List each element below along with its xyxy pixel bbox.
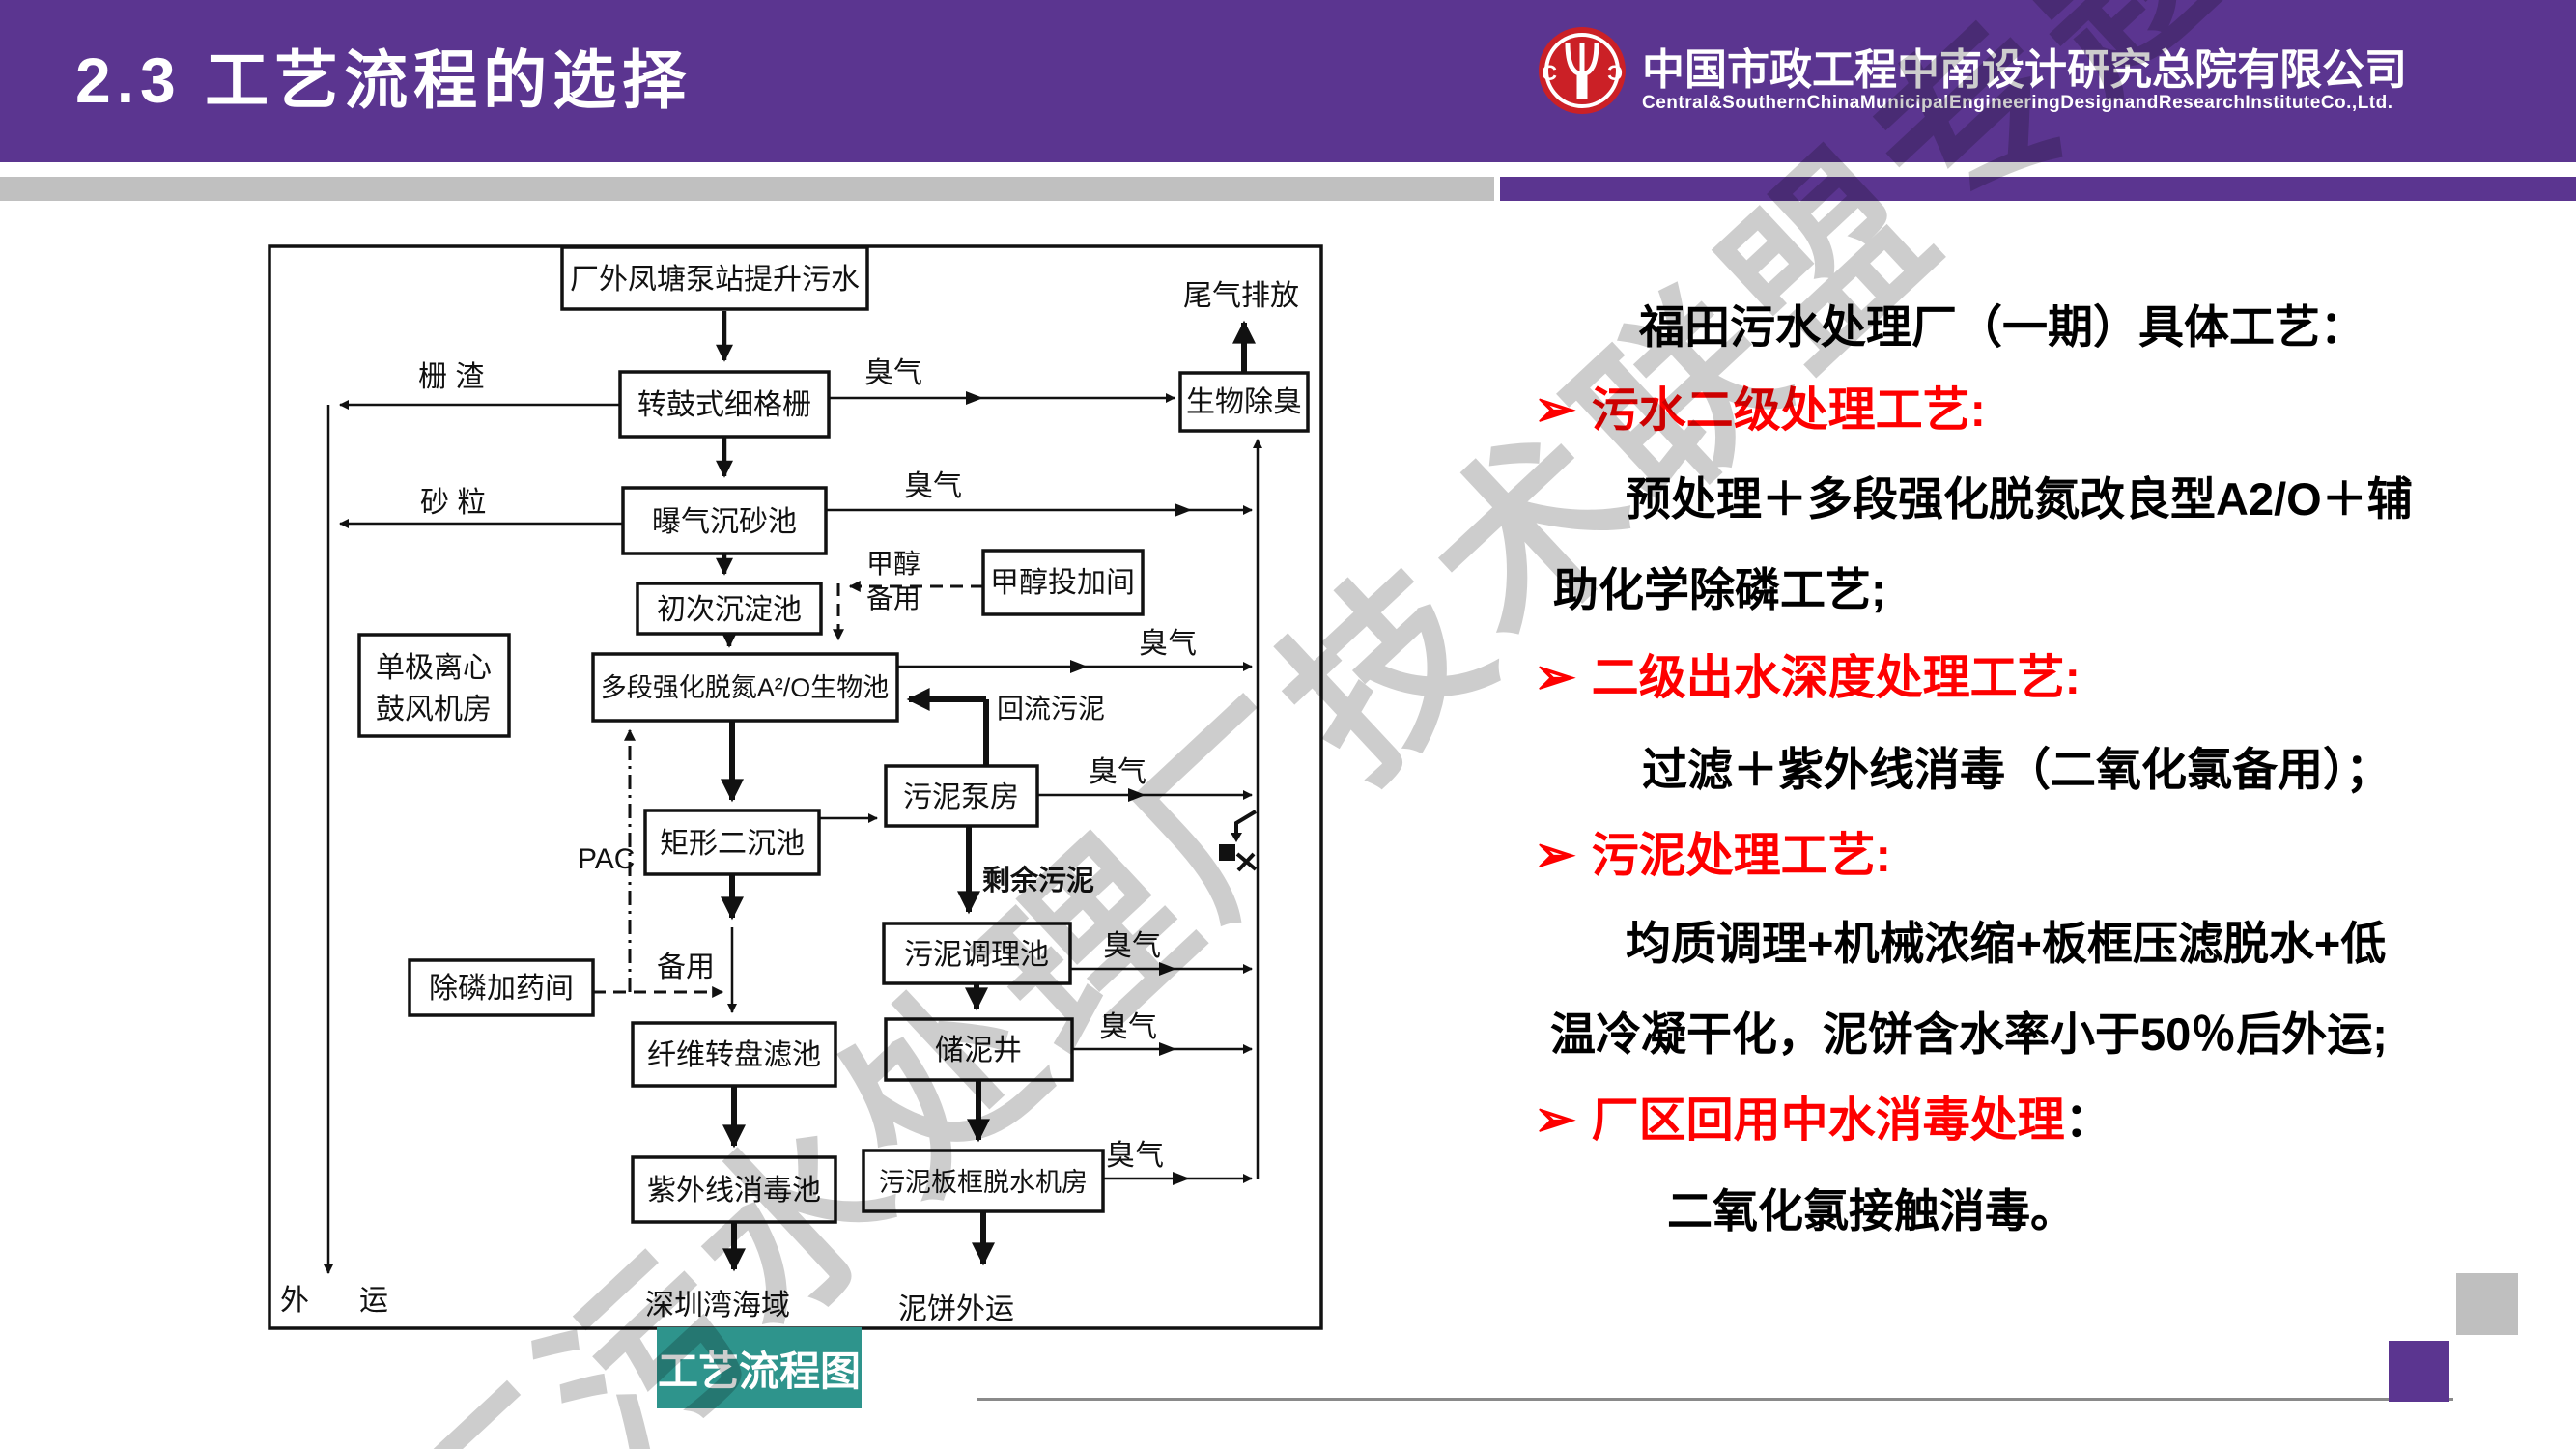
label-grit: 砂 粒: [420, 487, 486, 519]
label-odor-6: 臭气: [1099, 1011, 1157, 1043]
svg-text:甲醇投加间: 甲醇投加间: [990, 567, 1135, 599]
label-odor-7: 臭气: [1106, 1140, 1164, 1172]
notes-body-3b: 温冷凝干化，泥饼含水率小于50％后外运;: [1550, 1009, 2388, 1060]
label-shenzhen-bay: 深圳湾海域: [645, 1290, 790, 1321]
flow-boxes: 厂外凤塘泵站提升污水 转鼓式细格栅 曝气沉砂池 初次沉淀池 甲醇投加间 多段强化…: [357, 245, 1310, 1224]
svg-text:单极离心: 单极离心: [376, 652, 492, 684]
svg-text:污泥调理池: 污泥调理池: [904, 939, 1049, 971]
flow-lines: [324, 311, 1262, 1274]
box-a2o-bio-tank: 多段强化脱氮A²/O生物池: [591, 652, 899, 723]
notes-body-2a: 过滤＋紫外线消毒（二氧化氯备用）；: [1642, 744, 2392, 795]
svg-text:除磷加药间: 除磷加药间: [429, 973, 574, 1005]
label-odor-3: 臭气: [1139, 628, 1197, 660]
svg-text:污泥板框脱水机房: 污泥板框脱水机房: [879, 1168, 1088, 1197]
notes-heading-4: ➢厂区回用中水消毒处理：: [1534, 1092, 2112, 1148]
company-name-cn: 中国市政工程中南设计研究总院有限公司: [1642, 46, 2407, 94]
company-logo-icon: C C: [1539, 27, 1626, 114]
label-excess-sludge: 剩余污泥: [982, 864, 1094, 896]
footer-rule: [977, 1398, 2453, 1401]
label-pac: PAC: [578, 843, 635, 875]
svg-text:转鼓式细格栅: 转鼓式细格栅: [637, 389, 811, 421]
notes-heading-1: ➢污水二级处理工艺:: [1534, 382, 1986, 438]
label-odor-2: 臭气: [904, 470, 962, 502]
label-methanol: 甲醇: [866, 549, 920, 579]
page-title: 2.3 工艺流程的选择: [75, 44, 693, 116]
divider-bar-purple: [1500, 177, 2576, 201]
svg-text:厂外凤塘泵站提升污水: 厂外凤塘泵站提升污水: [570, 264, 860, 296]
svg-text:初次沉淀池: 初次沉淀池: [657, 594, 802, 626]
box-sludge-well: 储泥井: [884, 1017, 1074, 1082]
notes-intro: 福田污水处理厂（一期）具体工艺：: [1639, 301, 2365, 353]
box-methanol-dosing: 甲醇投加间: [981, 549, 1145, 616]
footer-square-purple: [2389, 1341, 2449, 1402]
svg-text:C: C: [1542, 61, 1557, 85]
header-band: 2.3 工艺流程的选择 C C 中国市政工程中南设计研究总院有限公司 Centr…: [0, 0, 2576, 162]
flow-labels: 栅 渣 砂 粒 臭气 尾气排放 臭气 甲醇 备用 臭气 回流污泥 臭气 剩余污泥…: [280, 280, 1299, 1325]
footer-square-gray: [2456, 1273, 2518, 1335]
box-secondary-clarifier: 矩形二沉池: [643, 809, 821, 876]
svg-text:曝气沉砂池: 曝气沉砂池: [652, 506, 797, 538]
svg-text:污泥泵房: 污泥泵房: [903, 781, 1019, 813]
box-sludge-pump-house: 污泥泵房: [884, 764, 1039, 828]
notes-heading-3: ➢污泥处理工艺:: [1534, 827, 1891, 883]
box-grit-chamber: 曝气沉砂池: [621, 486, 828, 555]
company-name-en: Central&SouthernChinaMunicipalEngineerin…: [1642, 93, 2393, 113]
svg-text:鼓风机房: 鼓风机房: [376, 694, 492, 725]
notes-heading-2: ➢二级出水深度处理工艺:: [1534, 649, 2081, 705]
label-odor-1: 臭气: [864, 357, 922, 389]
label-tail-gas: 尾气排放: [1183, 280, 1299, 312]
label-odor-5: 臭气: [1103, 930, 1161, 962]
notes-body-3a: 均质调理+机械浓缩+板框压滤脱水+低: [1626, 918, 2387, 969]
arrow-bullet-icon: ➢: [1534, 1092, 1576, 1148]
arrow-bullet-icon: ➢: [1534, 827, 1576, 883]
box-primary-sedimentation: 初次沉淀池: [636, 582, 823, 636]
label-methanol-standby: 备用: [866, 583, 920, 613]
arrow-bullet-icon: ➢: [1534, 382, 1576, 438]
box-plate-frame-dewatering: 污泥板框脱水机房: [862, 1149, 1105, 1213]
label-odor-4: 臭气: [1089, 756, 1146, 788]
box-sludge-conditioning: 污泥调理池: [882, 922, 1072, 985]
notes-body-4a: 二氧化氯接触消毒。: [1667, 1185, 2076, 1236]
box-pump-station: 厂外凤塘泵站提升污水: [560, 245, 869, 311]
box-phosphorus-dosing: 除磷加药间: [408, 958, 595, 1017]
box-uv-disinfection: 紫外线消毒池: [631, 1155, 837, 1224]
label-out-transport-left: 外: [280, 1285, 309, 1317]
svg-text:多段强化脱氮A²/O生物池: 多段强化脱氮A²/O生物池: [601, 673, 890, 702]
box-fiber-disc-filter: 纤维转盘滤池: [631, 1021, 837, 1088]
svg-text:矩形二沉池: 矩形二沉池: [660, 828, 805, 860]
label-mud-cake-out: 泥饼外运: [898, 1293, 1014, 1325]
process-flow-diagram: 厂外凤塘泵站提升污水 转鼓式细格栅 曝气沉砂池 初次沉淀池 甲醇投加间 多段强化…: [268, 244, 1323, 1330]
box-fine-screen: 转鼓式细格栅: [618, 370, 831, 439]
label-out-transport-right: 运: [359, 1285, 388, 1317]
notes-body-1b: 助化学除磷工艺;: [1553, 564, 1886, 615]
divider-bar-gray: [0, 177, 1494, 201]
box-bio-deodorization: 生物除臭: [1178, 371, 1310, 433]
arrow-bullet-icon: ➢: [1534, 649, 1576, 705]
svg-text:储泥井: 储泥井: [935, 1035, 1022, 1066]
label-standby-2: 备用: [657, 952, 715, 983]
fan-icon: [1219, 810, 1258, 872]
diagram-caption: 工艺流程图: [657, 1327, 862, 1408]
label-screenings: 栅 渣: [418, 361, 484, 393]
svg-text:C: C: [1607, 61, 1623, 85]
box-blower-room: 单极离心 鼓风机房: [357, 633, 511, 738]
label-return-sludge: 回流污泥: [997, 694, 1105, 724]
svg-text:纤维转盘滤池: 纤维转盘滤池: [647, 1039, 821, 1071]
notes-body-1a: 预处理＋多段强化脱氮改良型A2/O＋辅: [1626, 473, 2413, 525]
svg-text:紫外线消毒池: 紫外线消毒池: [647, 1175, 821, 1207]
svg-text:生物除臭: 生物除臭: [1186, 386, 1302, 418]
